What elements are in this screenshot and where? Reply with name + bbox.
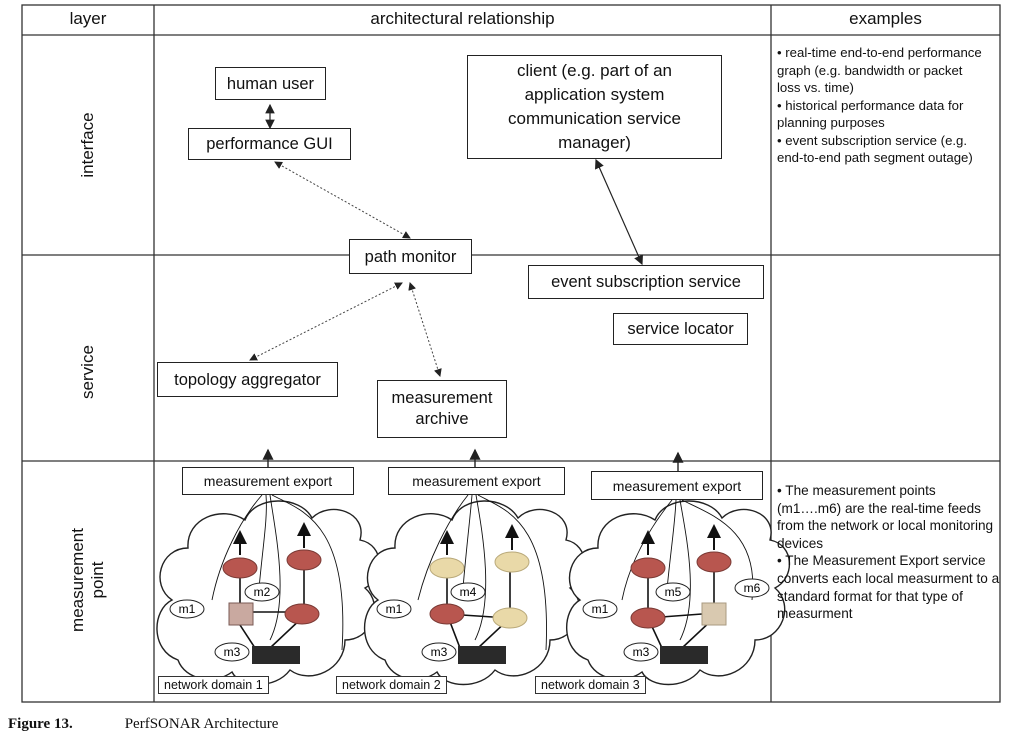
node-measurement-export-1: measurement export <box>182 467 354 495</box>
mp-m3-d3: m3 <box>633 645 650 659</box>
mp-m1-d3: m1 <box>592 602 609 616</box>
example-interface-1: • real-time end-to-end performance graph… <box>777 45 982 95</box>
router-d2-b <box>494 524 530 573</box>
figure-title: PerfSONAR Architecture <box>124 716 279 732</box>
router-d1-b <box>286 522 322 571</box>
router-d3-a <box>630 530 666 579</box>
node-path-monitor: path monitor <box>349 239 472 274</box>
domain-label-3: network domain 3 <box>535 676 646 694</box>
node-topology-aggregator: topology aggregator <box>157 362 338 397</box>
figure-caption: Figure 13. PerfSONAR Architecture <box>8 716 278 733</box>
examples-interface: • real-time end-to-end performance graph… <box>777 44 989 167</box>
server-d3 <box>660 646 708 664</box>
arrow-pathmonitor-topology <box>249 282 403 361</box>
figure-label: Figure 13. <box>8 716 73 732</box>
mp-m2-d1: m2 <box>254 585 271 599</box>
cloud-domain-2: m1 m4 m3 <box>363 494 586 686</box>
switch-d1 <box>228 602 254 626</box>
server-d1 <box>252 646 300 664</box>
node-service-locator: service locator <box>613 313 748 345</box>
node-measurement-export-2: measurement export <box>388 467 565 495</box>
mp-m6-d3: m6 <box>744 581 761 595</box>
example-interface-3: • event subscription service (e.g. end-t… <box>777 132 973 166</box>
arrow-gui-pathmonitor <box>274 161 411 239</box>
server-d2 <box>458 646 506 664</box>
domain-label-2: network domain 2 <box>336 676 447 694</box>
header-examples: examples <box>849 9 922 28</box>
mp-m4-d2: m4 <box>460 585 477 599</box>
switch-d3 <box>701 602 727 626</box>
examples-measurement: • The measurement points (m1….m6) are th… <box>777 482 1002 623</box>
router-d2-d <box>492 607 528 629</box>
header-layer: layer <box>69 9 107 28</box>
arrow-client-event <box>595 158 643 266</box>
node-performance-gui: performance GUI <box>188 128 351 160</box>
router-d1-c <box>284 603 320 625</box>
header-relationship: architectural relationship <box>370 9 555 28</box>
router-d2-c <box>429 603 465 625</box>
cloud-domain-1: m1 m2 m3 <box>156 494 381 686</box>
node-event-subscription: event subscription service <box>528 265 764 299</box>
example-measurement-2: • The Measurement Export service convert… <box>777 553 1000 622</box>
domain-label-1: network domain 1 <box>158 676 269 694</box>
router-d1-a <box>222 530 258 579</box>
mp-m1-d1: m1 <box>179 602 196 616</box>
mp-m3-d1: m3 <box>224 645 241 659</box>
mp-m3-d2: m3 <box>431 645 448 659</box>
arrow-pathmonitor-archive <box>408 282 442 377</box>
router-d3-b <box>696 524 732 573</box>
node-measurement-export-3: measurement export <box>591 471 763 500</box>
router-d2-a <box>429 530 465 579</box>
example-measurement-1: • The measurement points (m1….m6) are th… <box>777 483 994 551</box>
cloud-domain-3: m1 m5 m6 m3 <box>566 499 791 686</box>
example-interface-2: • historical performance data for planni… <box>777 97 964 131</box>
node-client: client (e.g. part of an application syst… <box>467 55 722 159</box>
mp-m5-d3: m5 <box>665 585 682 599</box>
router-d3-c <box>630 607 666 629</box>
mp-m1-d2: m1 <box>386 602 403 616</box>
node-human-user: human user <box>215 67 326 100</box>
node-measurement-archive: measurement archive <box>377 380 507 438</box>
